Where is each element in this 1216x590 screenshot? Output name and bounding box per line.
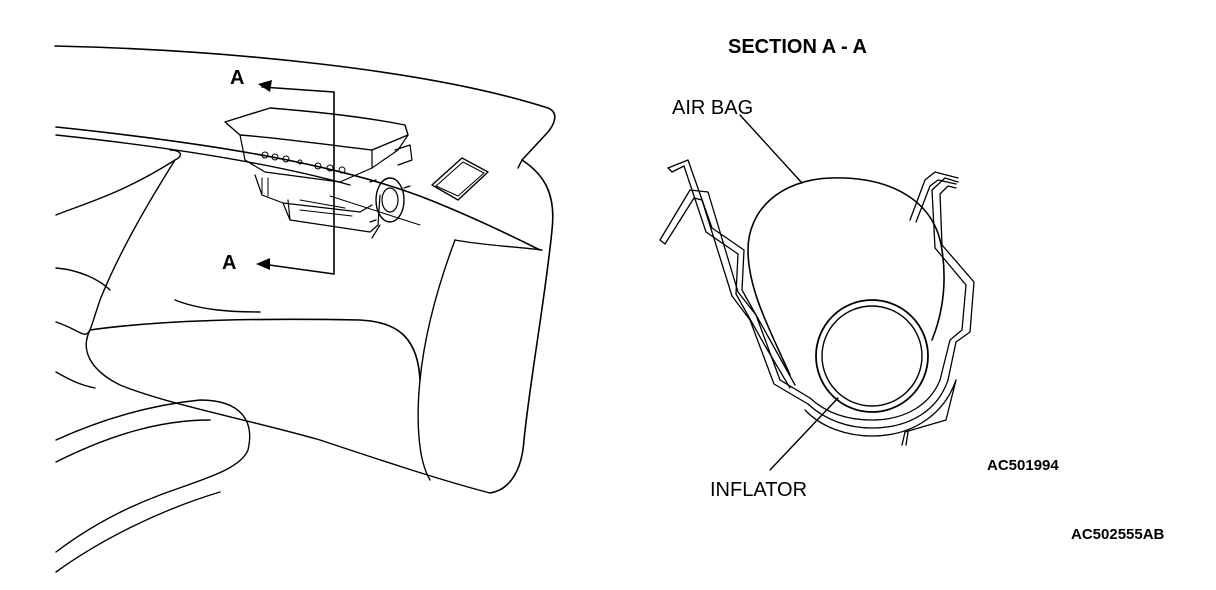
section-marker-top: A (230, 67, 244, 89)
airbag-module-illustration (224, 107, 421, 239)
inflator-label: INFLATOR (710, 479, 807, 501)
dashboard-illustration (54, 45, 556, 573)
airbag-leader-line (739, 114, 803, 184)
section-view-illustration (659, 159, 975, 446)
module-holes (261, 151, 346, 174)
inflator-leader-line (769, 397, 839, 471)
section-title: SECTION A - A (728, 36, 867, 58)
figure-code-section: AC501994 (987, 457, 1059, 474)
airbag-label: AIR BAG (672, 97, 753, 119)
section-cut-line (256, 80, 335, 275)
figure-code-main: AC502555AB (1071, 526, 1165, 543)
section-marker-bottom: A (222, 252, 236, 274)
